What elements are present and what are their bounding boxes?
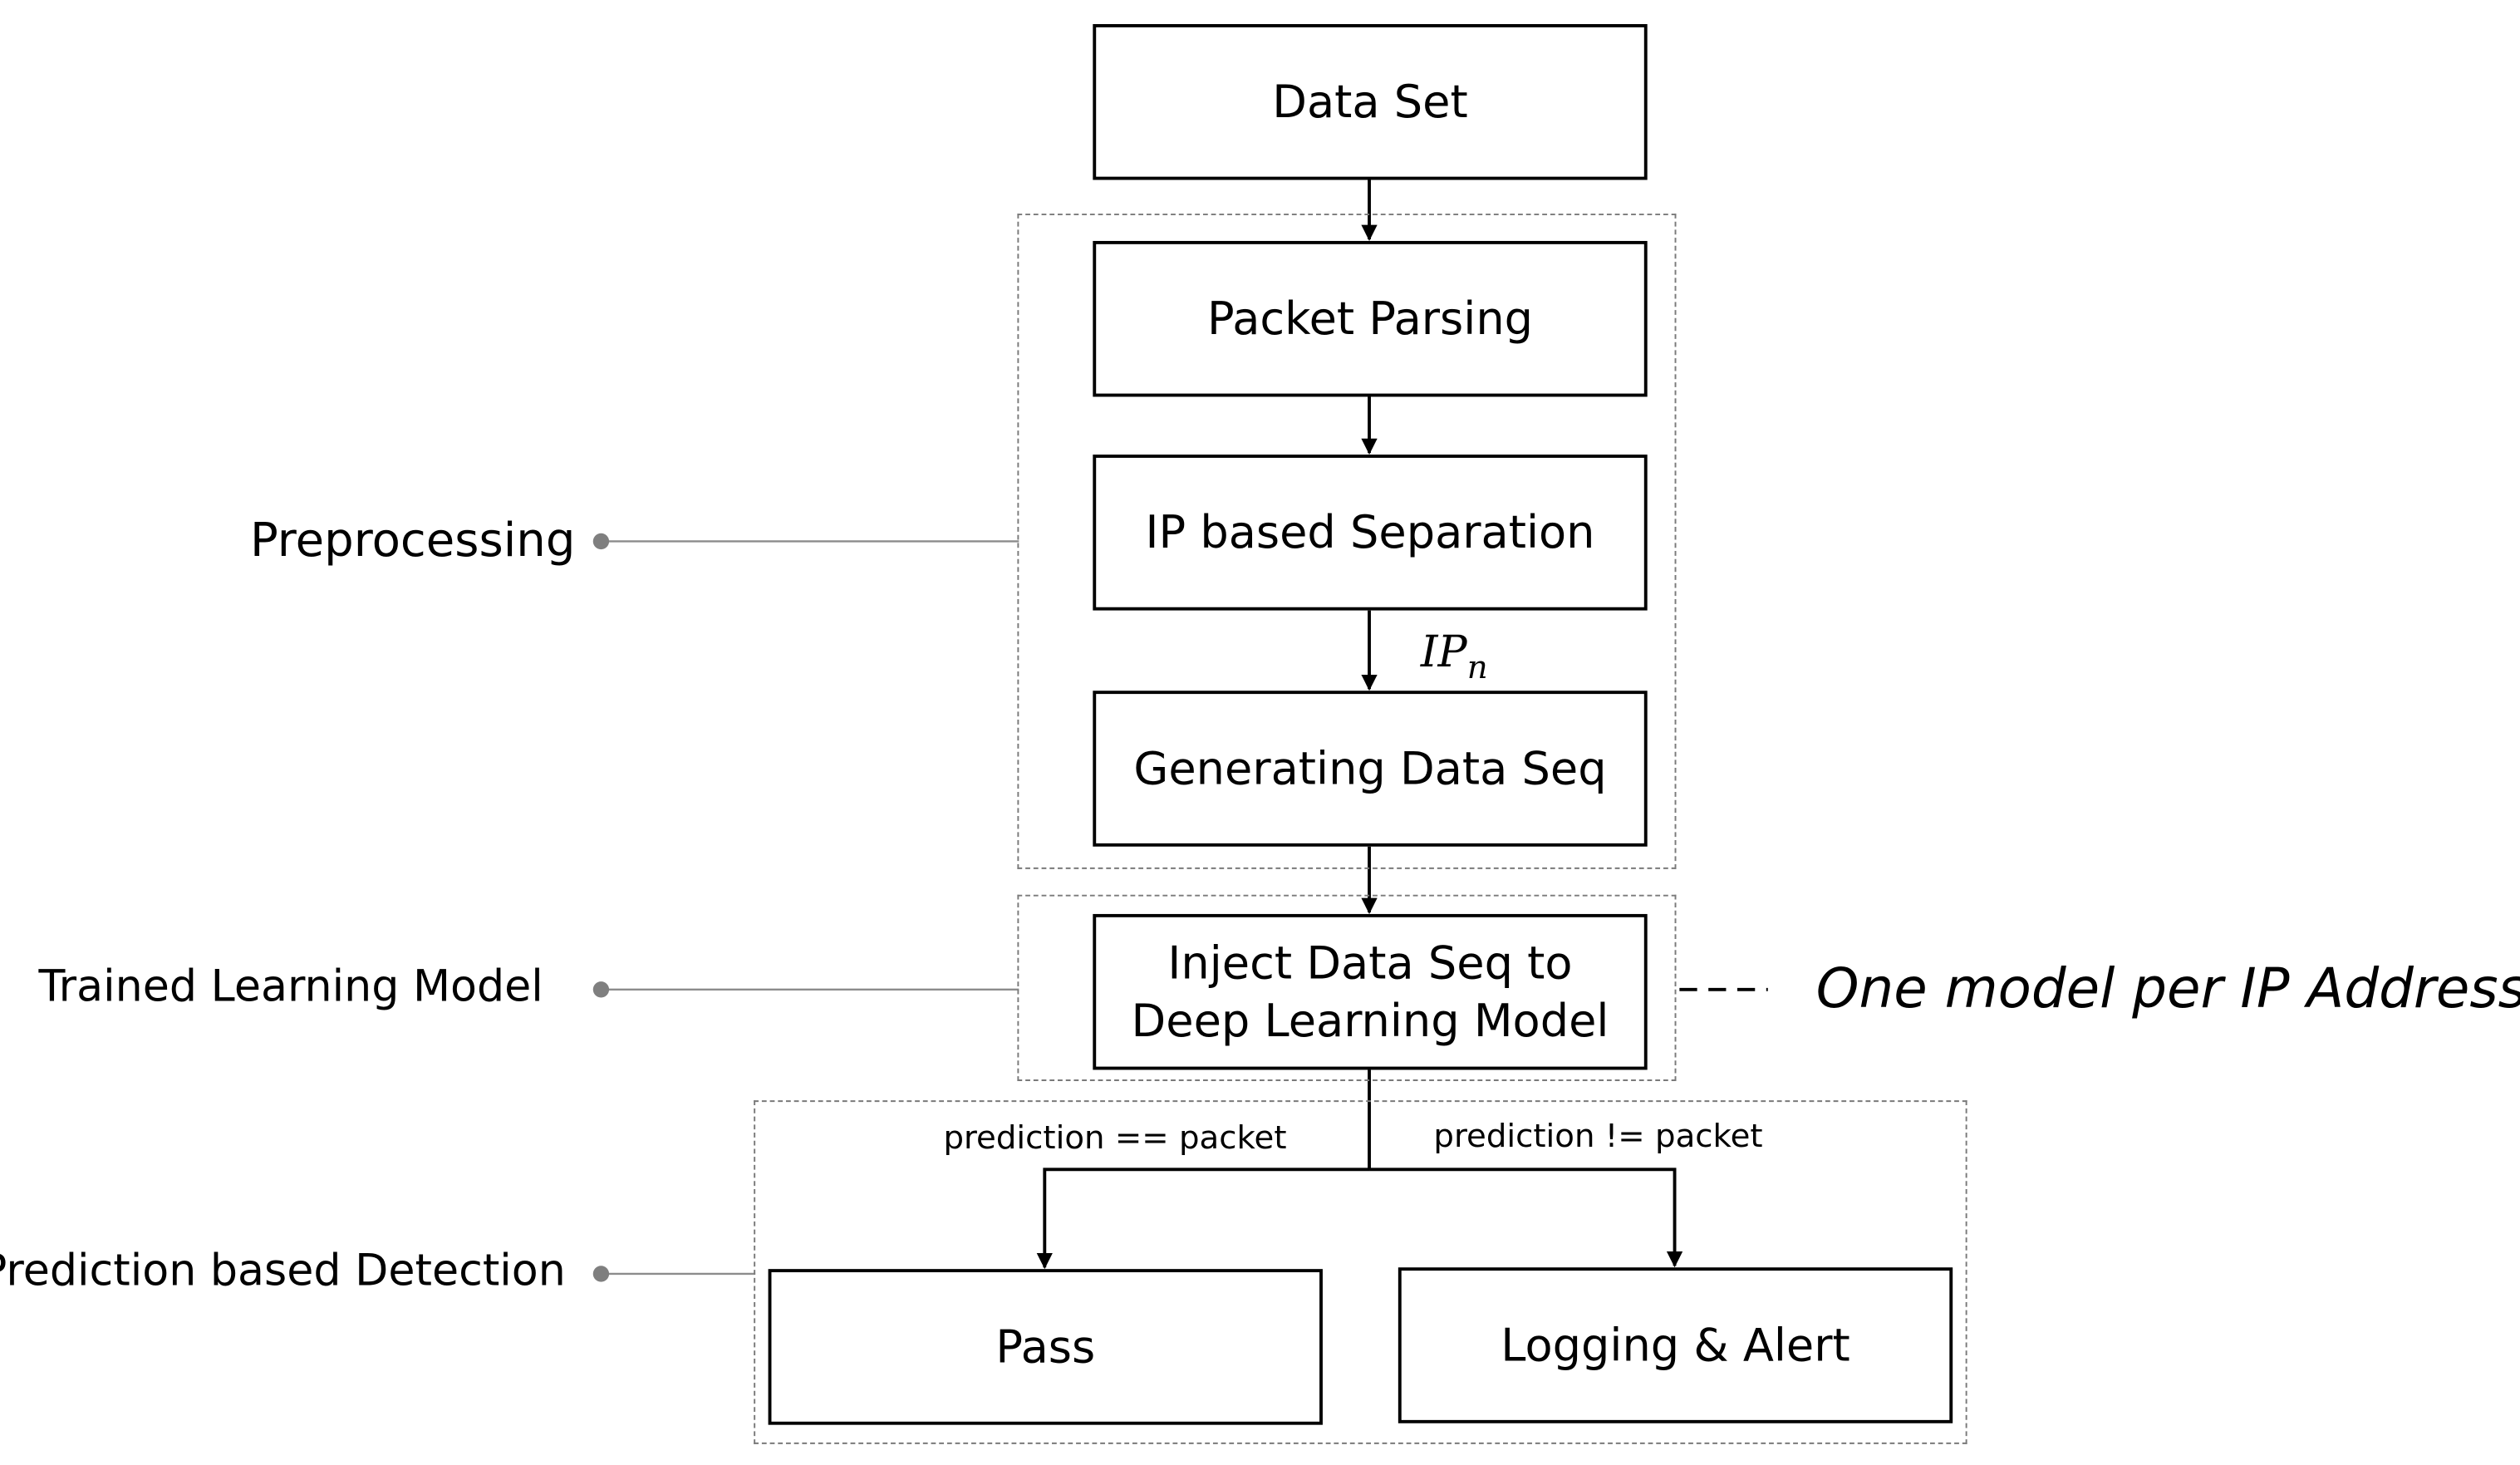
prediction-based-detection-label: Prediction based Detection: [0, 1246, 566, 1297]
pass-node: Pass: [768, 1269, 1323, 1425]
leader-dot-prediction-detection: [592, 1266, 610, 1282]
leader-dot-trained-model: [592, 981, 610, 998]
packet-parsing-node: Packet Parsing: [1093, 240, 1648, 397]
logging-alert-node: Logging & Alert: [1398, 1267, 1953, 1423]
prediction-match-label: prediction == packet: [943, 1118, 1287, 1157]
ip-based-separation-node: IP based Separation: [1093, 455, 1648, 611]
inject-deep-learning-model-node: Inject Data Seq to Deep Learning Model: [1093, 913, 1648, 1070]
leader-dot-preprocessing: [592, 533, 610, 550]
generating-data-seq-node: Generating Data Seq: [1093, 691, 1648, 847]
ip-edge-label-base: IP: [1420, 627, 1467, 678]
trained-learning-model-label: Trained Learning Model: [38, 961, 543, 1012]
arrow-branch-to-pass: [1036, 1168, 1370, 1270]
prediction-detection-group-frame: [754, 1100, 1967, 1444]
data-set-node: Data Set: [1093, 23, 1648, 180]
ip-edge-label-subscript: n: [1466, 647, 1488, 686]
ip-n-edge-label: IPn: [1420, 627, 1488, 686]
preprocessing-label: Preprocessing: [249, 512, 576, 568]
arrow-branch-to-logging: [1369, 1168, 1683, 1268]
preprocessing-group-frame: [1017, 214, 1677, 869]
one-model-per-ip-note: One model per IP Address: [1815, 957, 2520, 1022]
prediction-mismatch-label: prediction != packet: [1433, 1116, 1763, 1155]
trained-model-group-frame: [1017, 894, 1677, 1081]
